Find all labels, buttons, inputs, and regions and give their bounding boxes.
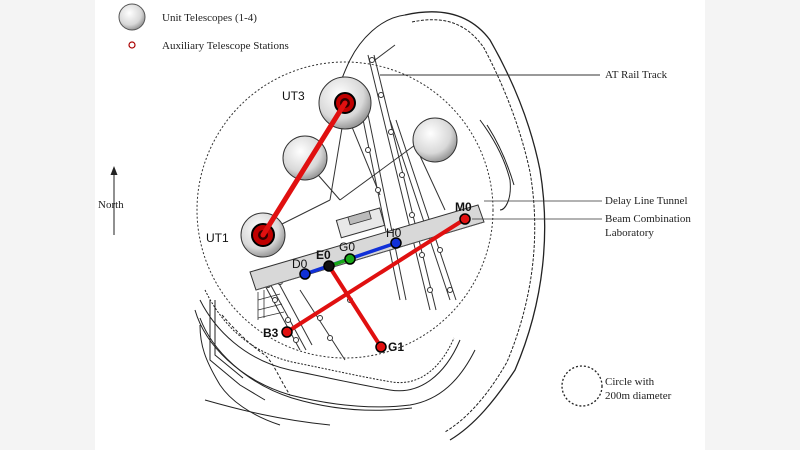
label-at-rail-track: AT Rail Track: [605, 69, 668, 81]
label-north: North: [98, 199, 124, 211]
terrain-contours: [194, 11, 546, 441]
station-m0-dot: [459, 213, 471, 225]
legend: Unit Telescopes (1-4) Auxiliary Telescop…: [118, 3, 289, 52]
station-g0-dot: [344, 253, 356, 265]
legend-aux-stations: Auxiliary Telescope Stations: [162, 40, 289, 52]
unit-telescope-ut4: [412, 117, 458, 163]
label-station-g1: G1: [388, 340, 404, 354]
unit-telescope-legend-icon: [118, 3, 146, 31]
station-b3-dot: [281, 326, 293, 338]
aux-station-legend-icon: [128, 41, 136, 49]
baseline-ut1-ut3: [260, 100, 348, 238]
beam-combination-lab: [335, 207, 386, 239]
label-laboratory: Laboratory: [605, 227, 654, 239]
scale-circle: Circle with 200m diameter: [561, 365, 672, 407]
label-station-m0: M0: [455, 200, 472, 214]
label-200m-diameter: 200m diameter: [605, 390, 672, 402]
station-d0-dot: [299, 268, 311, 280]
callouts: [472, 200, 602, 220]
baseline-m0-b3: [285, 217, 467, 334]
site-circle: [196, 61, 494, 359]
label-station-e0: E0: [316, 248, 331, 262]
label-ut3: UT3: [282, 89, 305, 103]
baseline-e0-g1: [327, 264, 383, 349]
label-station-b3: B3: [263, 326, 279, 340]
north-arrow: North: [98, 166, 124, 235]
label-ut1: UT1: [206, 231, 229, 245]
at-rail-tracks: [261, 44, 600, 361]
label-beam-combination: Beam Combination: [605, 213, 691, 225]
station-h0-dot: [390, 237, 402, 249]
station-dots: [281, 213, 471, 353]
scale-circle-icon: [561, 365, 603, 407]
label-delay-line-tunnel: Delay Line Tunnel: [605, 195, 688, 207]
north-arrow-icon: [110, 166, 118, 175]
label-circle-with: Circle with: [605, 376, 655, 388]
station-e0-dot: [323, 260, 335, 272]
label-station-h0: H0: [386, 226, 402, 240]
station-g1-dot: [375, 341, 387, 353]
legend-unit-telescopes: Unit Telescopes (1-4): [162, 12, 257, 24]
label-station-d0: D0: [292, 257, 308, 271]
label-station-g0: G0: [339, 240, 355, 254]
